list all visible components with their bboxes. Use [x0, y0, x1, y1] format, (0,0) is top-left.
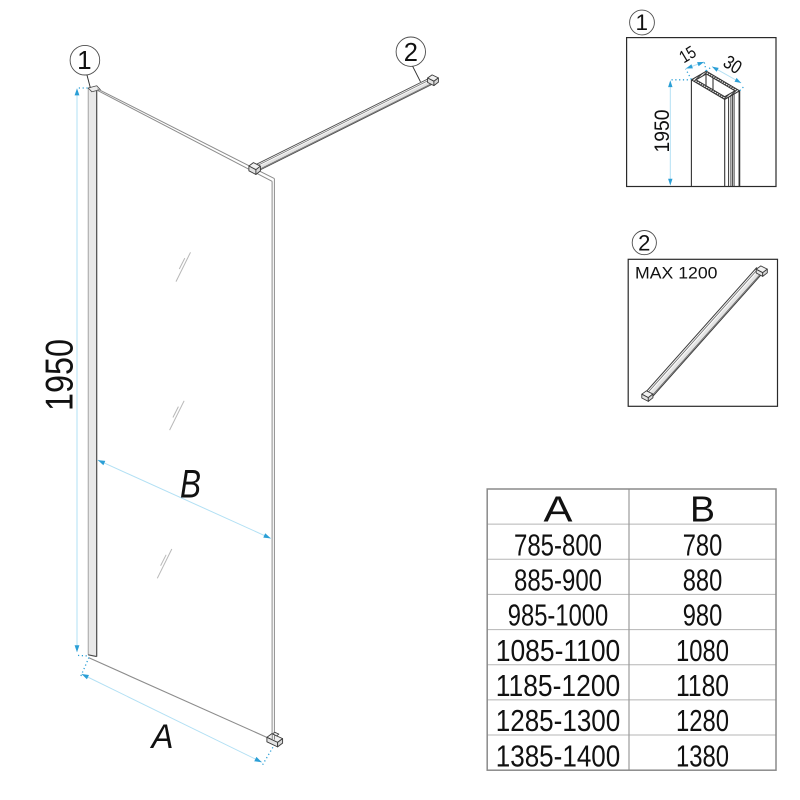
svg-text:1085-1100: 1085-1100	[496, 633, 621, 668]
svg-text:1380: 1380	[676, 738, 729, 773]
svg-text:880: 880	[683, 563, 723, 598]
svg-text:780: 780	[683, 527, 723, 562]
svg-text:A: A	[150, 718, 174, 756]
svg-text:885-900: 885-900	[514, 563, 602, 598]
svg-text:2: 2	[638, 230, 650, 255]
svg-text:1: 1	[77, 45, 91, 75]
svg-text:1385-1400: 1385-1400	[496, 738, 621, 773]
svg-text:1950: 1950	[39, 339, 82, 411]
svg-text:980: 980	[683, 598, 723, 633]
svg-text:785-800: 785-800	[514, 527, 602, 562]
svg-text:1: 1	[635, 10, 648, 35]
svg-text:B: B	[690, 489, 715, 530]
svg-text:B: B	[180, 463, 201, 507]
svg-text:1080: 1080	[676, 633, 729, 668]
svg-text:1180: 1180	[676, 668, 729, 703]
svg-text:1285-1300: 1285-1300	[496, 703, 621, 738]
svg-text:1185-1200: 1185-1200	[496, 668, 621, 703]
svg-text:1280: 1280	[676, 703, 729, 738]
svg-text:2: 2	[404, 39, 418, 67]
svg-text:1950: 1950	[651, 110, 674, 153]
svg-text:985-1000: 985-1000	[508, 598, 609, 633]
svg-text:MAX 1200: MAX 1200	[635, 264, 718, 283]
svg-text:A: A	[544, 489, 574, 530]
